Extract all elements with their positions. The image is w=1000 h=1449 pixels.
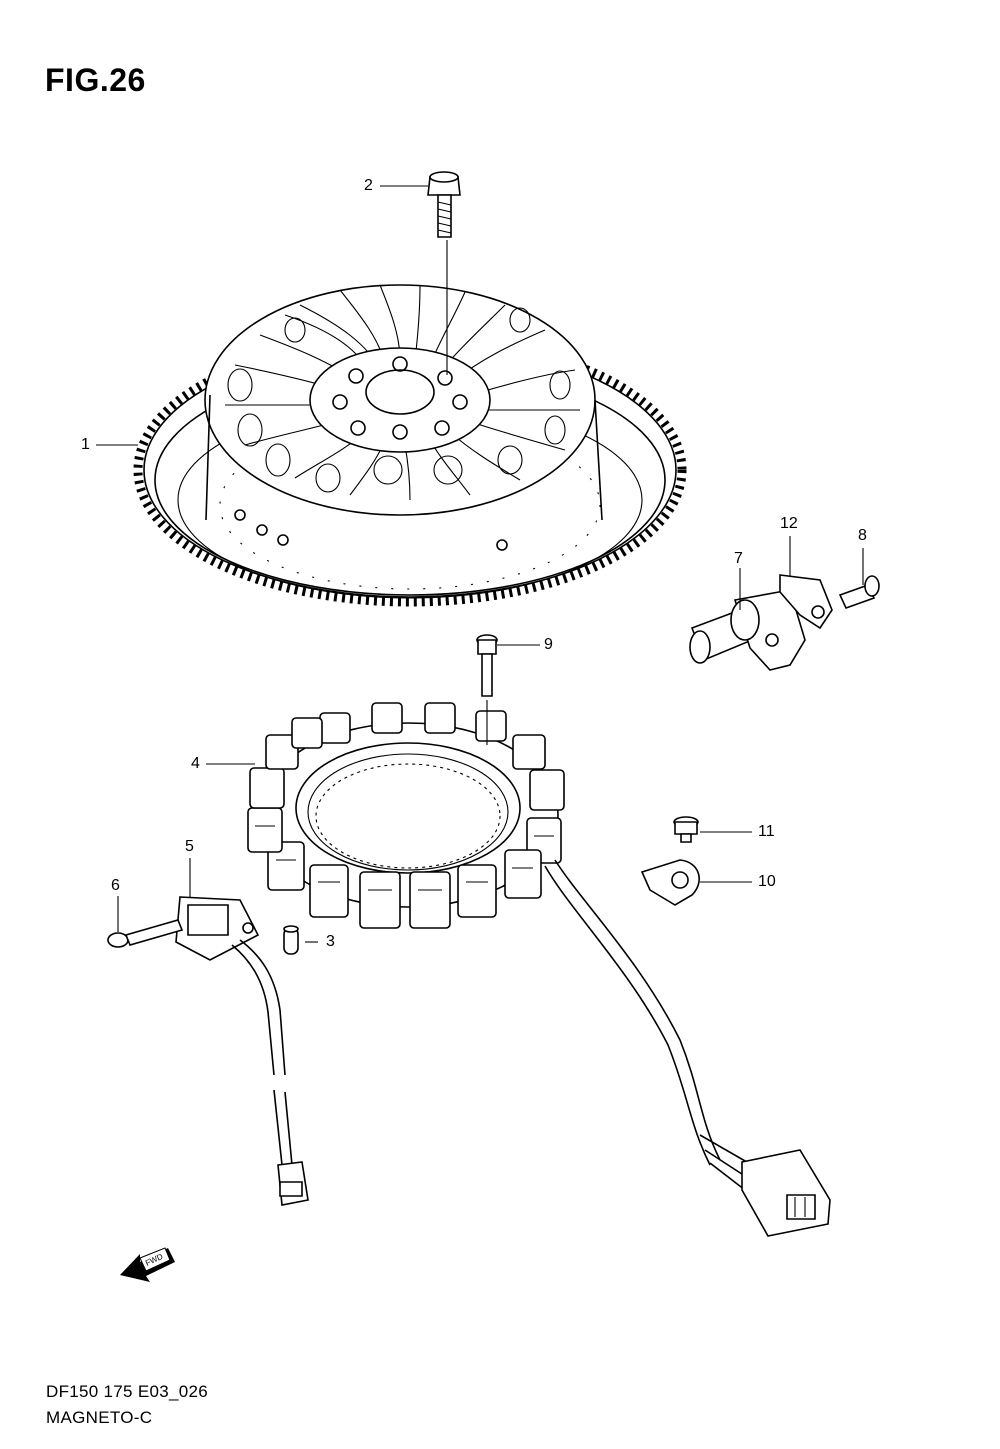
callout-9: 9 <box>544 636 553 653</box>
wire-clamp <box>642 860 699 905</box>
callout-4: 4 <box>191 755 200 772</box>
callout-12: 12 <box>780 515 798 532</box>
pulser-screw <box>108 920 182 947</box>
dowel-pin <box>284 926 298 954</box>
callout-8: 8 <box>858 527 867 544</box>
callout-11: 11 <box>758 823 775 840</box>
figure-name: MAGNETO-C <box>46 1408 153 1427</box>
callout-1: 1 <box>81 436 90 453</box>
flywheel-bolt <box>428 172 460 375</box>
callout-6: 6 <box>111 877 120 894</box>
figure-code: DF150 175 E03_026 <box>46 1382 209 1401</box>
bracket-screw <box>840 576 879 608</box>
callout-2: 2 <box>364 177 373 194</box>
fwd-arrow-icon <box>120 1248 175 1282</box>
callout-3: 3 <box>326 933 335 950</box>
pulser-coil <box>176 897 308 1205</box>
callout-5: 5 <box>185 838 194 855</box>
clamp-bolt <box>674 817 698 842</box>
figure-title: FIG.26 <box>45 62 146 98</box>
callout-7: 7 <box>734 550 743 567</box>
stator-bolt <box>477 635 497 745</box>
callout-10: 10 <box>758 873 776 890</box>
stator-coil-assembly <box>248 703 830 1236</box>
leader-lines <box>96 186 863 942</box>
sensor-bracket <box>780 575 832 628</box>
flywheel-rotor <box>138 285 682 602</box>
